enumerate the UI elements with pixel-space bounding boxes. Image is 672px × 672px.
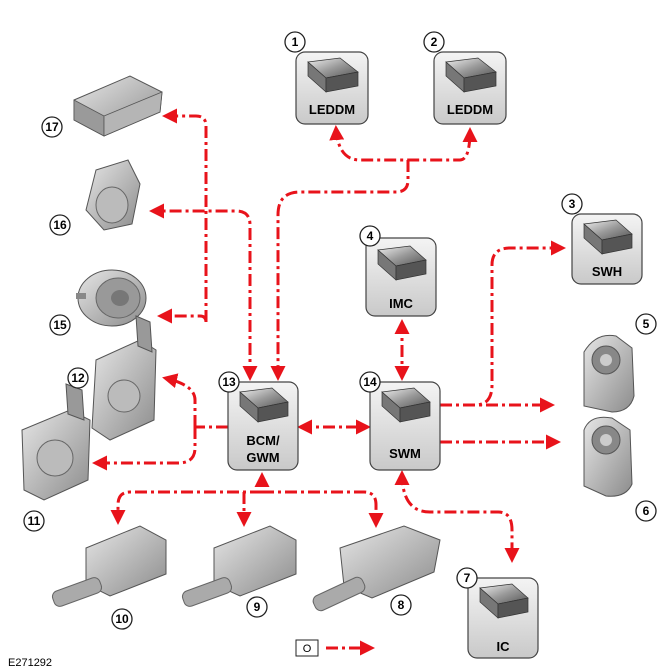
callout-1: 1 bbox=[284, 31, 306, 53]
callout-17: 17 bbox=[41, 116, 63, 138]
svg-text:5: 5 bbox=[643, 317, 650, 331]
module-swh-3: SWH bbox=[571, 213, 643, 285]
callout-14: 14 bbox=[359, 371, 381, 393]
horn-speaker-icon bbox=[76, 269, 147, 327]
svg-text:15: 15 bbox=[53, 318, 67, 332]
svg-text:9: 9 bbox=[254, 600, 261, 614]
link-bcm-to-12 bbox=[162, 373, 197, 427]
callout-6: 6 bbox=[635, 500, 657, 522]
link-bcm-to-16 bbox=[149, 203, 258, 381]
callout-10: 10 bbox=[111, 608, 133, 630]
svg-text:10: 10 bbox=[115, 612, 129, 626]
module-label-line2: GWM bbox=[246, 450, 279, 465]
link-bcm-to-17-15 bbox=[157, 308, 208, 324]
svg-text:12: 12 bbox=[71, 371, 85, 385]
callout-5: 5 bbox=[635, 313, 657, 335]
callout-15: 15 bbox=[49, 314, 71, 336]
legend-key: O bbox=[303, 643, 312, 655]
link-bcm-to-11 bbox=[92, 427, 197, 471]
link-leddm-bus bbox=[329, 125, 478, 162]
callout-2: 2 bbox=[423, 31, 445, 53]
legend: O bbox=[295, 639, 375, 657]
module-label: IC bbox=[497, 639, 511, 654]
module-label: LEDDM bbox=[309, 102, 355, 117]
svg-text:8: 8 bbox=[398, 598, 405, 612]
steering-wheel-switch-right-icon bbox=[583, 416, 633, 497]
callout-9: 9 bbox=[246, 596, 268, 618]
svg-text:14: 14 bbox=[363, 375, 377, 389]
svg-text:17: 17 bbox=[45, 120, 59, 134]
module-label: SWH bbox=[592, 264, 622, 279]
svg-text:2: 2 bbox=[431, 35, 438, 49]
svg-text:16: 16 bbox=[53, 218, 67, 232]
callout-12: 12 bbox=[67, 367, 89, 389]
steering-column-motor-icon bbox=[312, 525, 441, 612]
link-swm-to-swh bbox=[440, 240, 566, 407]
link-bcm-to-17-15-top bbox=[162, 108, 208, 322]
svg-text:4: 4 bbox=[367, 229, 374, 243]
module-swm-14: SWM bbox=[369, 381, 441, 471]
steering-column-motor-icon bbox=[51, 525, 167, 607]
module-imc-4: IMC bbox=[365, 237, 437, 317]
callout-13: 13 bbox=[218, 371, 240, 393]
steering-column-motor-icon bbox=[181, 525, 297, 607]
callout-4: 4 bbox=[359, 225, 381, 247]
sounder-icon bbox=[85, 159, 141, 231]
link-leddm-to-bcm bbox=[270, 160, 410, 381]
module-leddm-1: LEDDM bbox=[295, 51, 369, 125]
link-bcm-to-10 bbox=[110, 490, 262, 525]
sensor-bracket-icon bbox=[21, 383, 91, 501]
svg-text:13: 13 bbox=[222, 375, 236, 389]
callout-8: 8 bbox=[390, 594, 412, 616]
steering-wheel-switch-left-icon bbox=[583, 334, 635, 413]
module-leddm-2: LEDDM bbox=[433, 51, 507, 125]
svg-text:7: 7 bbox=[464, 571, 471, 585]
callout-16: 16 bbox=[49, 214, 71, 236]
sensor-bracket-icon bbox=[91, 315, 157, 441]
svg-text:3: 3 bbox=[569, 197, 576, 211]
svg-text:11: 11 bbox=[28, 514, 41, 528]
module-label: SWM bbox=[389, 446, 421, 461]
module-bcm-gwm-13: BCM/ GWM bbox=[227, 381, 299, 471]
callout-3: 3 bbox=[561, 193, 583, 215]
svg-text:6: 6 bbox=[643, 504, 650, 518]
link-bcm-to-8 bbox=[262, 490, 384, 528]
figure-id: E271292 bbox=[8, 657, 52, 669]
module-label-line1: BCM/ bbox=[246, 433, 280, 448]
svg-text:1: 1 bbox=[292, 35, 299, 49]
module-label: LEDDM bbox=[447, 102, 493, 117]
link-swm-to-ic bbox=[394, 470, 520, 563]
network-links bbox=[92, 108, 566, 563]
control-module-icon bbox=[73, 75, 163, 137]
callout-11: 11 bbox=[23, 510, 45, 532]
callout-7: 7 bbox=[456, 567, 478, 589]
module-ic-7: IC bbox=[467, 577, 539, 659]
module-label: IMC bbox=[389, 296, 413, 311]
